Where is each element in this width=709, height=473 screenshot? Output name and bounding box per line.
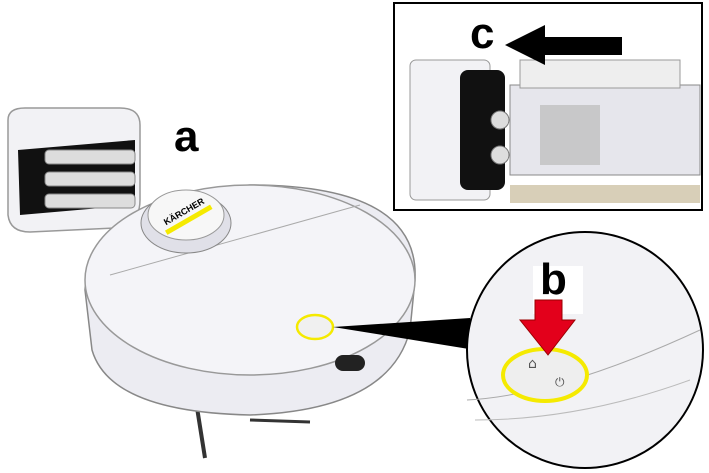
- docking-station: [7, 107, 141, 233]
- robot-vacuum: KÄRCHER: [84, 184, 416, 459]
- small-button-highlight: [295, 313, 335, 341]
- label-b: b: [540, 255, 567, 304]
- label-a: a: [174, 112, 199, 161]
- svg-text:⌂: ⌂: [528, 356, 537, 372]
- slide-arrow: [505, 25, 622, 65]
- button-highlight: [501, 347, 589, 403]
- label-c: c: [470, 9, 495, 58]
- svg-text:⏻: ⏻: [555, 375, 565, 389]
- detail-b-circle: ⌂ ⏻: [466, 231, 704, 469]
- detail-c-inset: [393, 2, 703, 211]
- callout-pointer: [333, 318, 475, 350]
- red-press-arrow: [518, 299, 577, 356]
